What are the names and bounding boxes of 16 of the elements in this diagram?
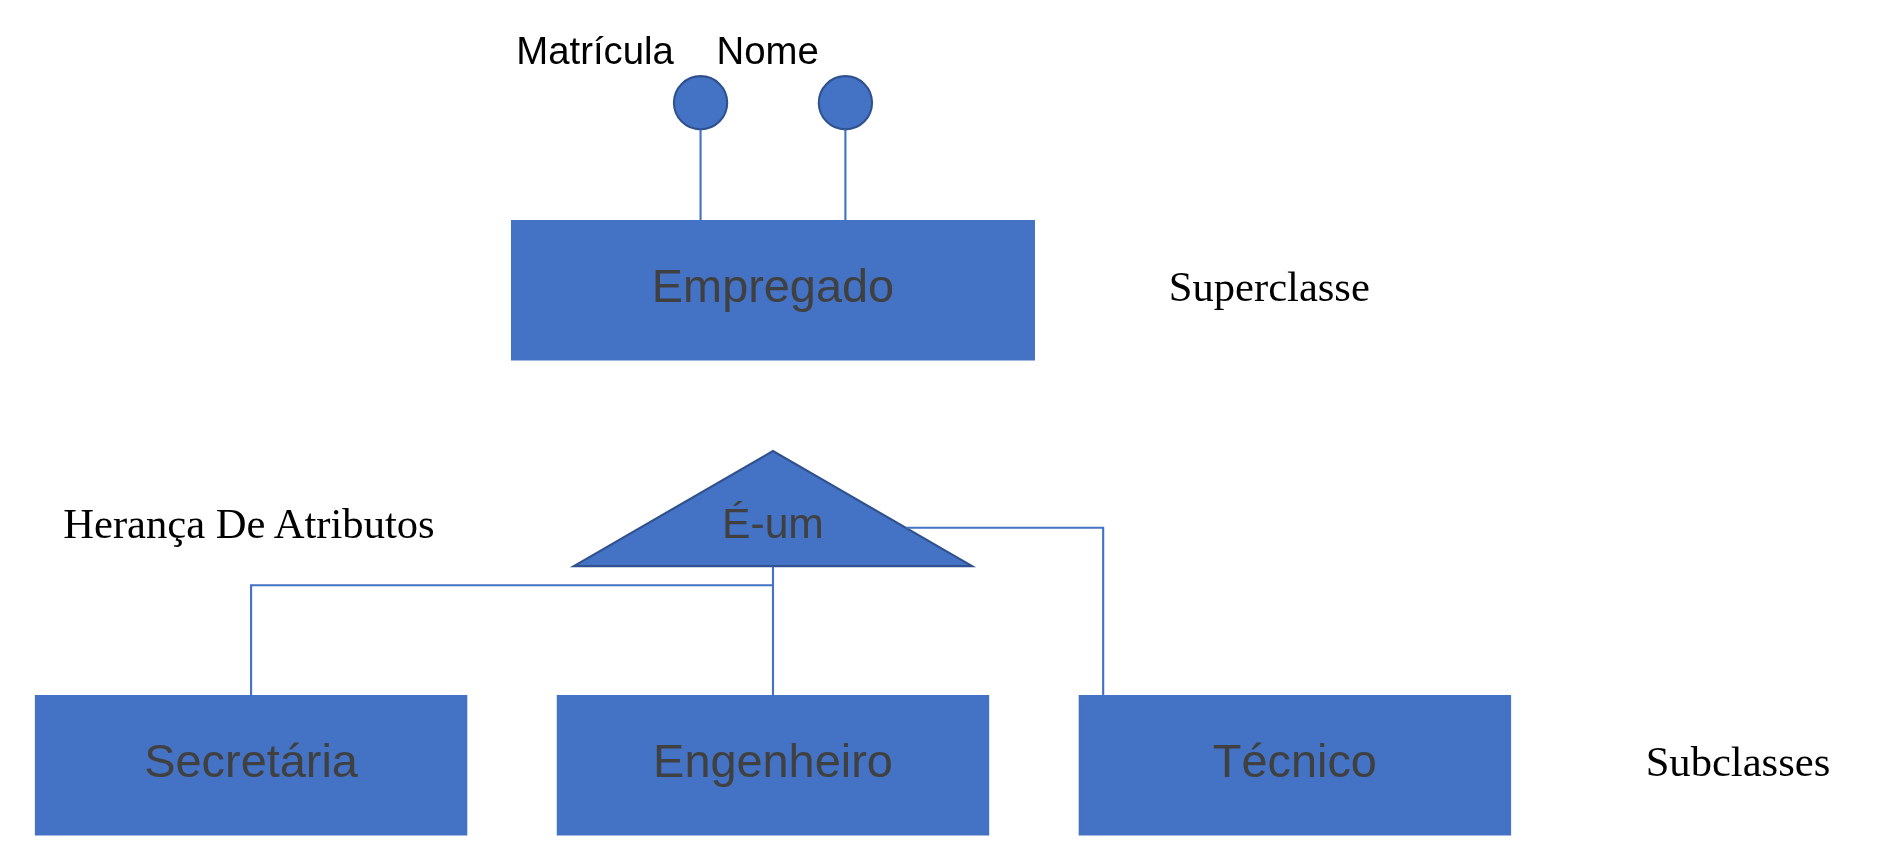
node-box: Engenheiro [556, 694, 990, 836]
node-label: Nome [716, 28, 819, 72]
label: Superclasse [1168, 262, 1370, 310]
node-box: Empregado [510, 219, 1035, 360]
connector [250, 583, 773, 695]
connector [906, 526, 1105, 696]
node-box: Secretária [34, 694, 468, 836]
node-label: Matrícula [516, 28, 674, 72]
label: Herança De Atributos [63, 499, 435, 547]
label: Subclasses [1645, 737, 1831, 785]
connector [844, 129, 847, 221]
connector [699, 129, 702, 221]
connector [771, 566, 775, 695]
node-circle [817, 74, 874, 130]
node-circle [672, 74, 729, 130]
node-box: Técnico [1078, 694, 1512, 836]
